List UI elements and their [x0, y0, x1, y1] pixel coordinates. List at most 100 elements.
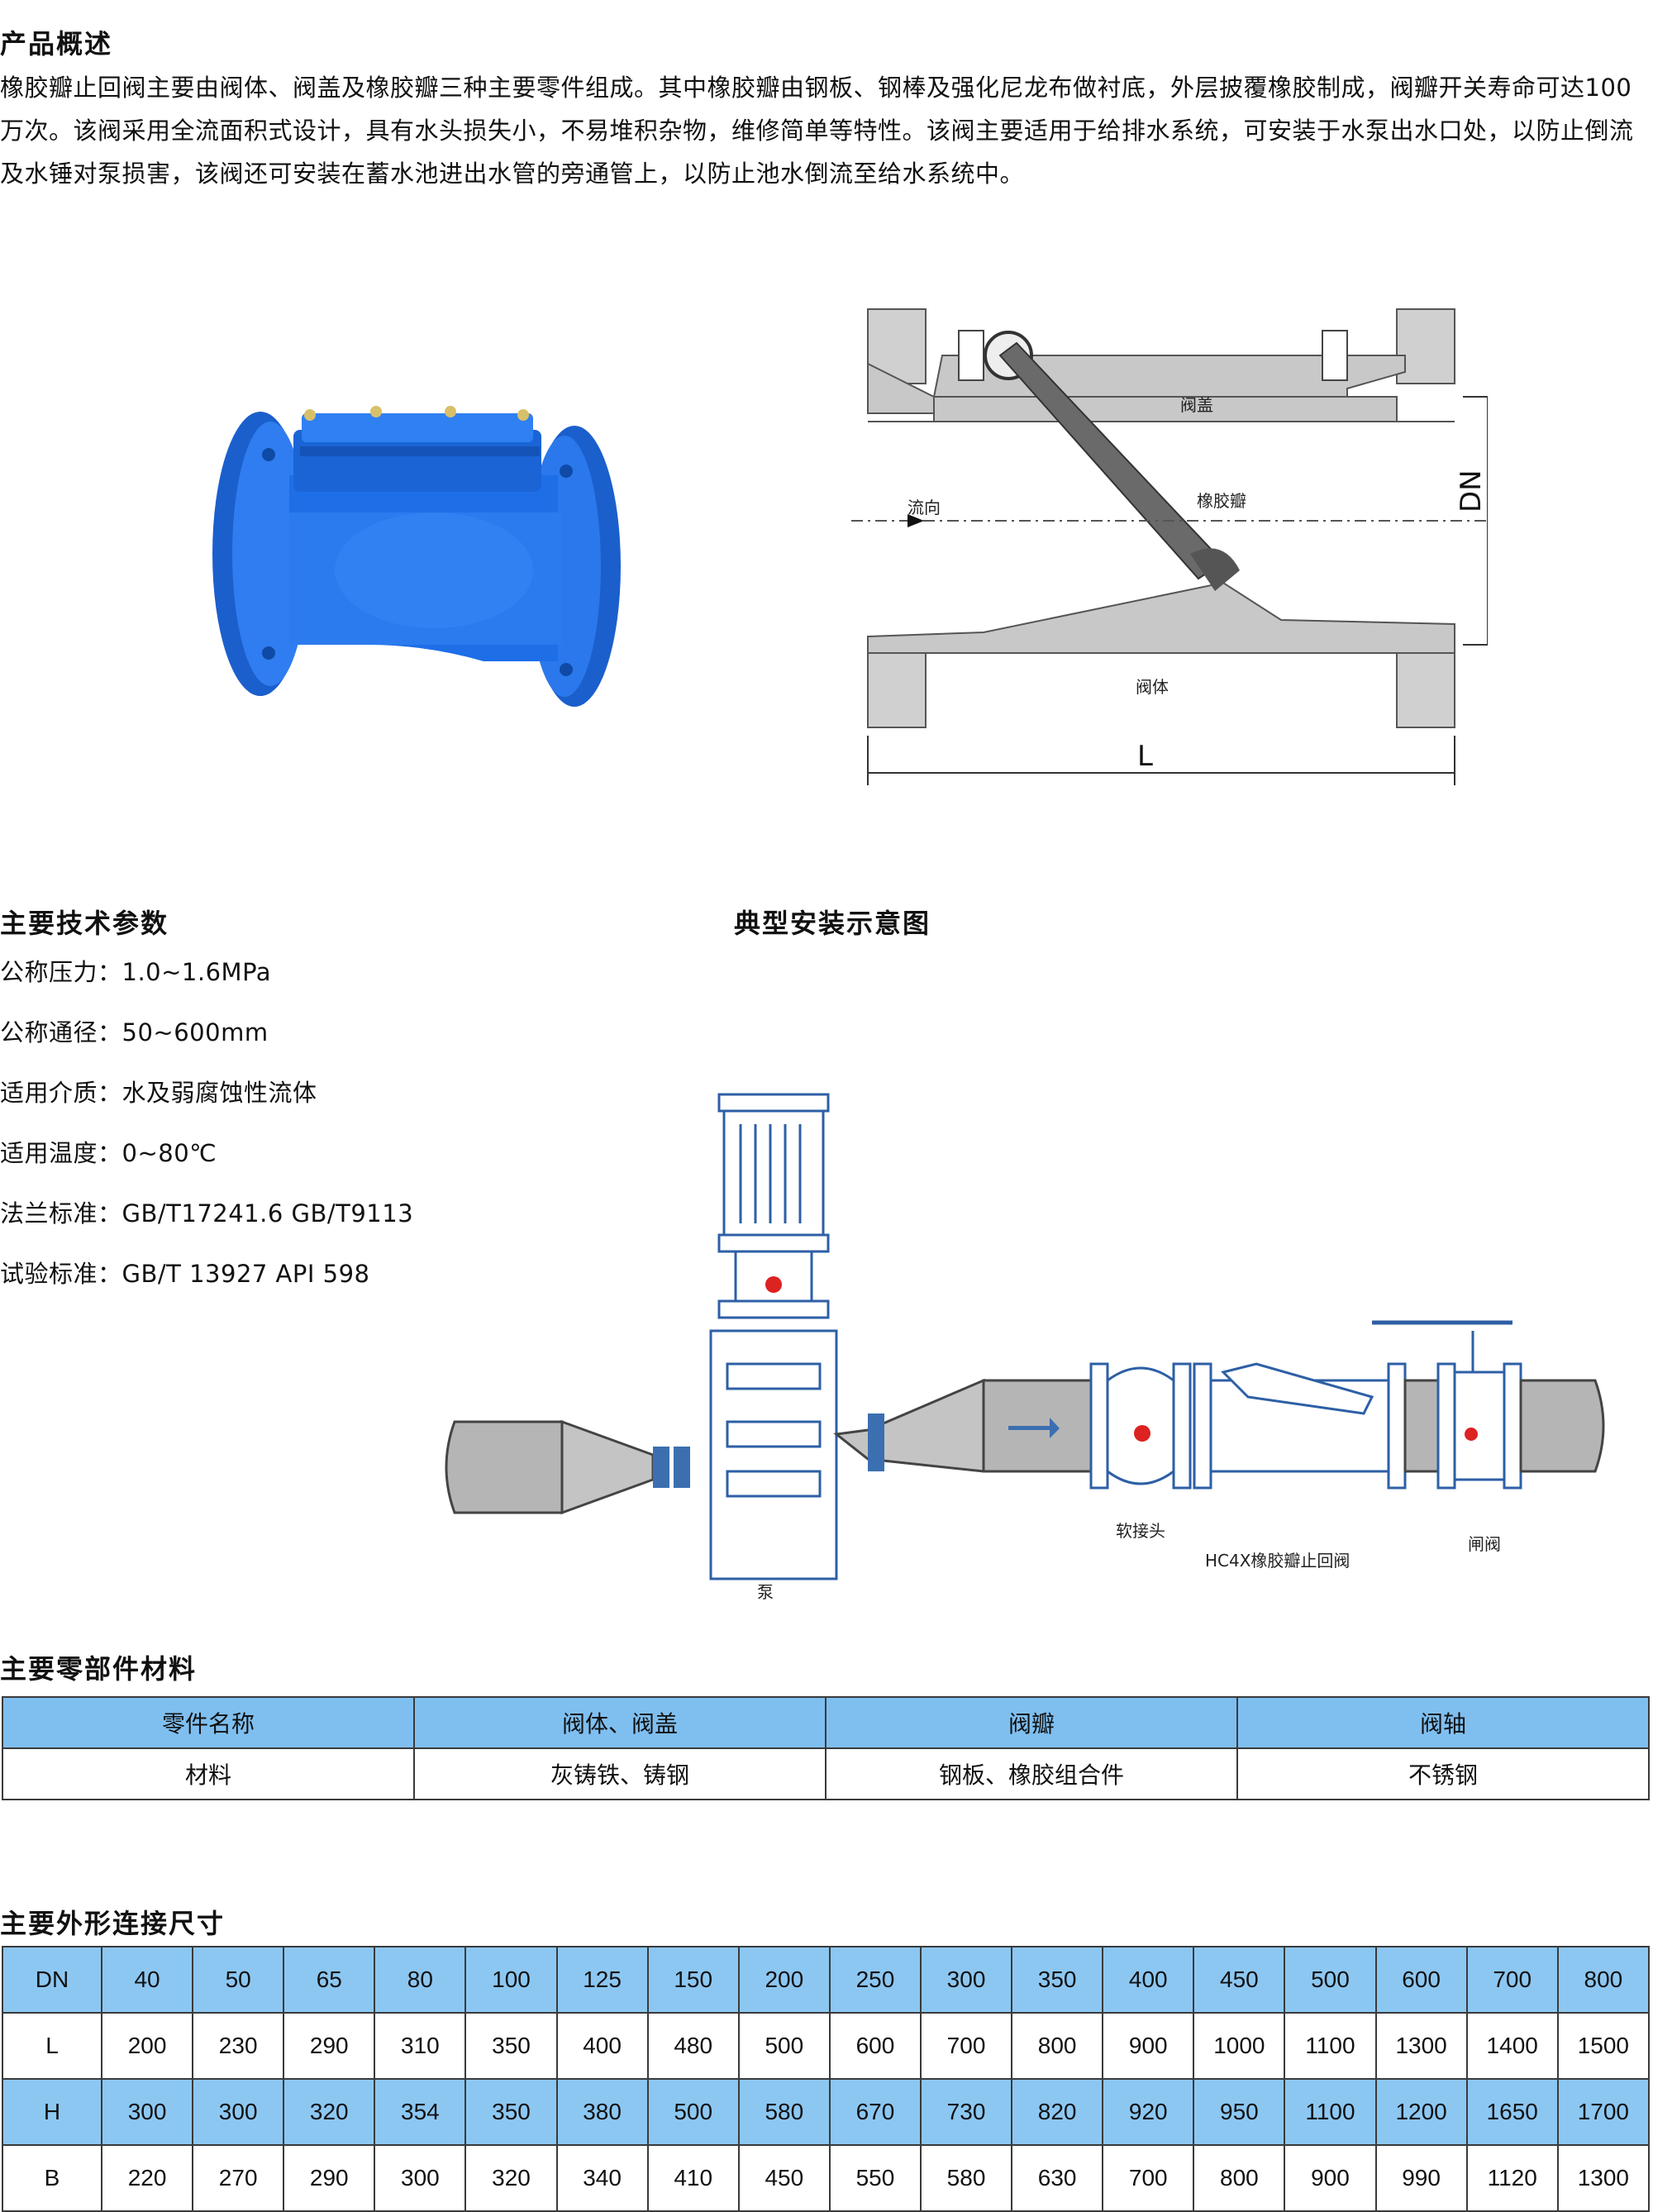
dimensions-cell: 1300 — [1556, 2144, 1651, 2212]
dimensions-cell: 320 — [464, 2144, 558, 2212]
dimensions-cell: 1400 — [1465, 2012, 1559, 2080]
dimensions-cell: 80 — [374, 1946, 467, 2014]
dimensions-cell: 400 — [555, 2012, 649, 2080]
dimensions-cell: 270 — [192, 2144, 285, 2212]
dimensions-cell: 900 — [1102, 2012, 1195, 2080]
dimensions-cell: 1300 — [1374, 2012, 1468, 2080]
dimensions-cell: 800 — [1011, 2012, 1104, 2080]
dimensions-cell: 40 — [100, 1946, 194, 2014]
label-disc: 橡胶瓣 — [1197, 491, 1246, 511]
dimensions-cell: 220 — [100, 2144, 194, 2212]
dimensions-cell: 900 — [1284, 2144, 1377, 2212]
dimensions-cell: 300 — [192, 2078, 285, 2146]
dimensions-cell: 150 — [646, 1946, 740, 2014]
dimensions-cell: 600 — [828, 2012, 922, 2080]
valve-section-diagram — [851, 308, 1488, 785]
materials-cell: 灰铸铁、铸钢 — [413, 1747, 826, 1800]
dimensions-cell: 250 — [828, 1946, 922, 2014]
dimensions-cell: 1120 — [1465, 2144, 1559, 2212]
dimensions-row-label: L — [2, 2012, 102, 2080]
label-flow: 流向 — [907, 498, 941, 517]
valve-photo — [212, 406, 621, 707]
dimensions-cell: 670 — [828, 2078, 922, 2146]
dimensions-cell: 354 — [374, 2078, 467, 2146]
materials-cell: 不锈钢 — [1236, 1747, 1650, 1800]
dimensions-cell: 500 — [646, 2078, 740, 2146]
dimensions-cell: 310 — [374, 2012, 467, 2080]
label-gate-valve: 闸阀 — [1468, 1534, 1501, 1554]
dimensions-cell: 320 — [283, 2078, 376, 2146]
dimensions-cell: 200 — [737, 1946, 831, 2014]
dimensions-cell: 800 — [1556, 1946, 1651, 2014]
dimensions-cell: 820 — [1011, 2078, 1104, 2146]
label-dn: DN — [1455, 470, 1488, 512]
label-check-valve: HC4X橡胶瓣止回阀 — [1205, 1551, 1351, 1571]
spec-pressure: 公称压力：1.0~1.6MPa — [0, 958, 272, 986]
dimensions-cell: 800 — [1193, 2144, 1286, 2212]
label-bonnet: 阀盖 — [1180, 395, 1213, 415]
materials-title: 主要零部件材料 — [0, 1653, 198, 1685]
materials-header-row: 零件名称 阀体、阀盖 阀瓣 阀轴 — [2, 1696, 1650, 1749]
spec-flange-standard: 法兰标准：GB/T17241.6 GB/T9113 — [0, 1199, 414, 1228]
materials-row: 材料 灰铸铁、铸钢 钢板、橡胶组合件 不锈钢 — [2, 1747, 1650, 1800]
label-length: L — [1137, 740, 1153, 773]
materials-cell: 材料 — [2, 1747, 415, 1800]
spec-medium: 适用介质：水及弱腐蚀性流体 — [0, 1079, 317, 1107]
dimensions-cell: 100 — [464, 1946, 558, 2014]
dimensions-cell: 400 — [1102, 1946, 1195, 2014]
dimensions-cell: 125 — [555, 1946, 649, 2014]
dimensions-cell: 500 — [737, 2012, 831, 2080]
dimensions-cell: 350 — [464, 2012, 558, 2080]
dimensions-cell: 700 — [919, 2012, 1013, 2080]
dimensions-cell: 990 — [1374, 2144, 1468, 2212]
dimensions-cell: 1100 — [1284, 2078, 1377, 2146]
dimensions-cell: 700 — [1102, 2144, 1195, 2212]
dimensions-cell: 300 — [919, 1946, 1013, 2014]
dimensions-cell: 920 — [1102, 2078, 1195, 2146]
dimensions-cell: 550 — [828, 2144, 922, 2212]
dimensions-cell: 380 — [555, 2078, 649, 2146]
installation-diagram — [445, 1093, 1605, 1580]
dimensions-cell: 450 — [1193, 1946, 1286, 2014]
dimensions-cell: 580 — [919, 2144, 1013, 2212]
dimensions-cell: 450 — [737, 2144, 831, 2212]
dimensions-cell: 50 — [192, 1946, 285, 2014]
materials-cell: 钢板、橡胶组合件 — [825, 1747, 1238, 1800]
install-title: 典型安装示意图 — [734, 908, 931, 939]
dimensions-cell: 1100 — [1284, 2012, 1377, 2080]
specs-title: 主要技术参数 — [0, 908, 169, 939]
dimensions-cell: 230 — [192, 2012, 285, 2080]
overview-text: 橡胶瓣止回阀主要由阀体、阀盖及橡胶瓣三种主要零件组成。其中橡胶瓣由钢板、钢棒及强… — [0, 74, 1634, 188]
dimensions-cell: 1500 — [1556, 2012, 1651, 2080]
materials-table: 零件名称 阀体、阀盖 阀瓣 阀轴 材料 灰铸铁、铸钢 钢板、橡胶组合件 不锈钢 — [2, 1696, 1650, 1800]
dimensions-cell: 700 — [1465, 1946, 1559, 2014]
dimensions-cell: 300 — [100, 2078, 194, 2146]
label-pump: 泵 — [757, 1582, 774, 1602]
dimensions-cell: 500 — [1284, 1946, 1377, 2014]
materials-header-cell: 阀瓣 — [825, 1696, 1238, 1749]
dimensions-cell: 600 — [1374, 1946, 1468, 2014]
dimensions-cell: 1650 — [1465, 2078, 1559, 2146]
dimensions-cell: 1700 — [1556, 2078, 1651, 2146]
dimensions-cell: 1200 — [1374, 2078, 1468, 2146]
dimensions-cell: 65 — [283, 1946, 376, 2014]
dimensions-cell: 290 — [283, 2012, 376, 2080]
spec-temperature: 适用温度：0~80℃ — [0, 1139, 217, 1167]
dimensions-cell: 300 — [374, 2144, 467, 2212]
dimensions-cell: 340 — [555, 2144, 649, 2212]
label-joint: 软接头 — [1116, 1521, 1165, 1541]
dimensions-cell: 410 — [646, 2144, 740, 2212]
spec-diameter: 公称通径：50~600mm — [0, 1018, 269, 1046]
dimensions-row-label: DN — [2, 1946, 102, 2014]
overview-title: 产品概述 — [0, 28, 113, 60]
materials-header-cell: 零件名称 — [2, 1696, 415, 1749]
dimensions-cell: 630 — [1011, 2144, 1104, 2212]
dimensions-cell: 480 — [646, 2012, 740, 2080]
dimensions-cell: 290 — [283, 2144, 376, 2212]
dimensions-cell: 200 — [100, 2012, 194, 2080]
materials-header-cell: 阀轴 — [1236, 1696, 1650, 1749]
